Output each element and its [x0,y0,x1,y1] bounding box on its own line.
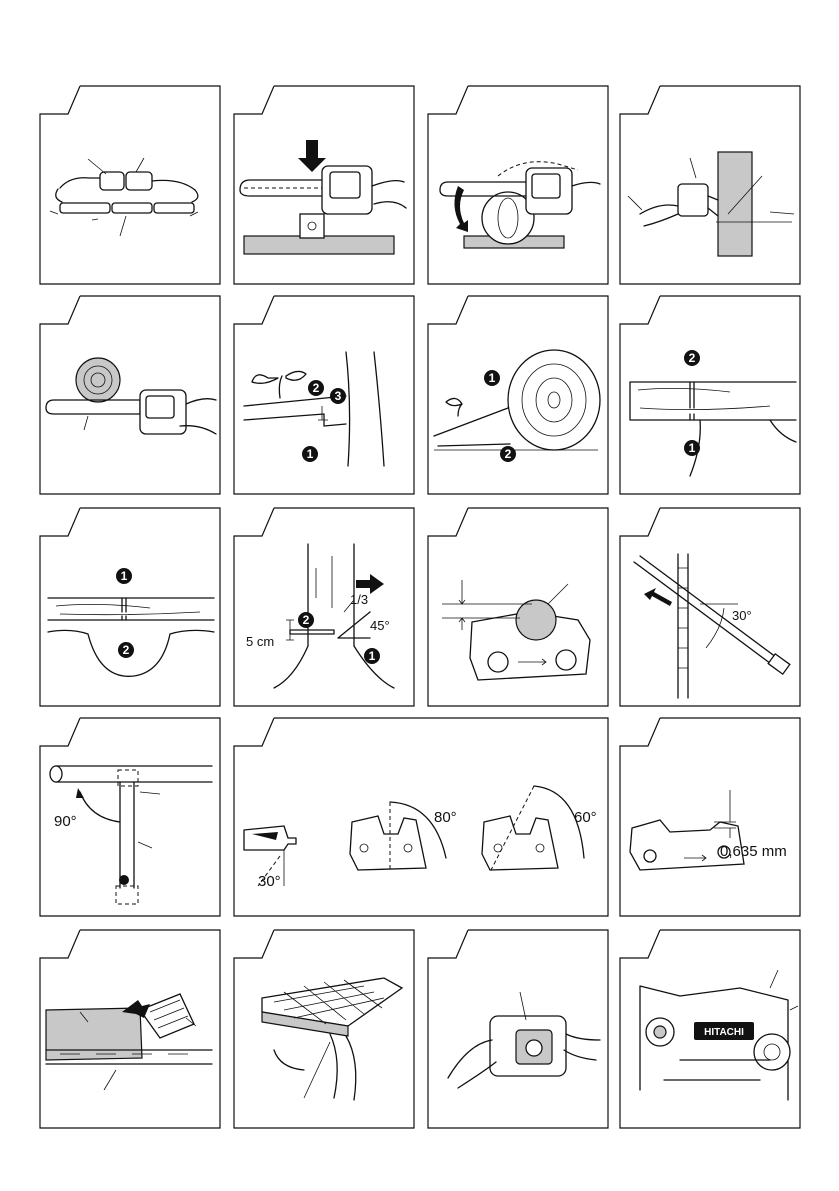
callout-2: 2 [313,381,320,395]
callout-1: 1 [121,569,128,583]
figure-file-angle-30: 30° [620,508,800,706]
figure-limbing: 2 3 1 [234,296,414,494]
figure-depth-gauge: 0,635 mm [620,718,800,916]
depth-gauge-label: 0,635 mm [720,843,787,860]
callout-1: 1 [307,447,314,461]
callout-2: 2 [123,643,130,657]
angle-80-label: 80° [434,809,457,826]
figure-sprocket-cover [428,930,608,1128]
angle-45-label: 45° [370,618,390,633]
angle-60-label: 60° [574,809,597,826]
figure-cord-clear-of-saw [40,296,220,494]
figure-log-supported-end: 2 1 [620,296,800,494]
brand-logo: HITACHI [704,1027,744,1038]
callout-3: 3 [335,389,342,403]
distance-5cm-label: 5 cm [246,634,274,649]
figure-saw-vertical-cut [620,86,800,284]
angle-90-label: 90° [54,813,77,830]
figure-cord-hook [40,86,220,284]
figure-bar-file-tool [40,930,220,1128]
callout-1: 1 [369,649,376,663]
figure-felling-notch: 1/3 45° 5 cm 2 1 [234,508,414,706]
figure-saw-press-down [234,86,414,284]
figure-log-cut-ground: 1 2 [428,296,608,494]
figure-saw-side-view: HITACHI [620,930,800,1128]
callout-1: 1 [489,371,496,385]
callout-2: 2 [689,351,696,365]
third-label: 1/3 [350,592,368,607]
figure-file-block [234,930,414,1128]
angle-30-file-label: 30° [258,873,281,890]
figure-log-over-dip: 1 2 [40,508,220,706]
figure-saw-pivot-log [428,86,608,284]
callout-1: 1 [689,441,696,455]
callout-2: 2 [303,613,310,627]
figure-cutter-angles: 30° 80° 60° [234,718,608,916]
callout-2: 2 [505,447,512,461]
angle-30-label: 30° [732,608,752,623]
figure-file-height [428,508,608,706]
figure-file-90-degree: 90° [40,718,220,916]
